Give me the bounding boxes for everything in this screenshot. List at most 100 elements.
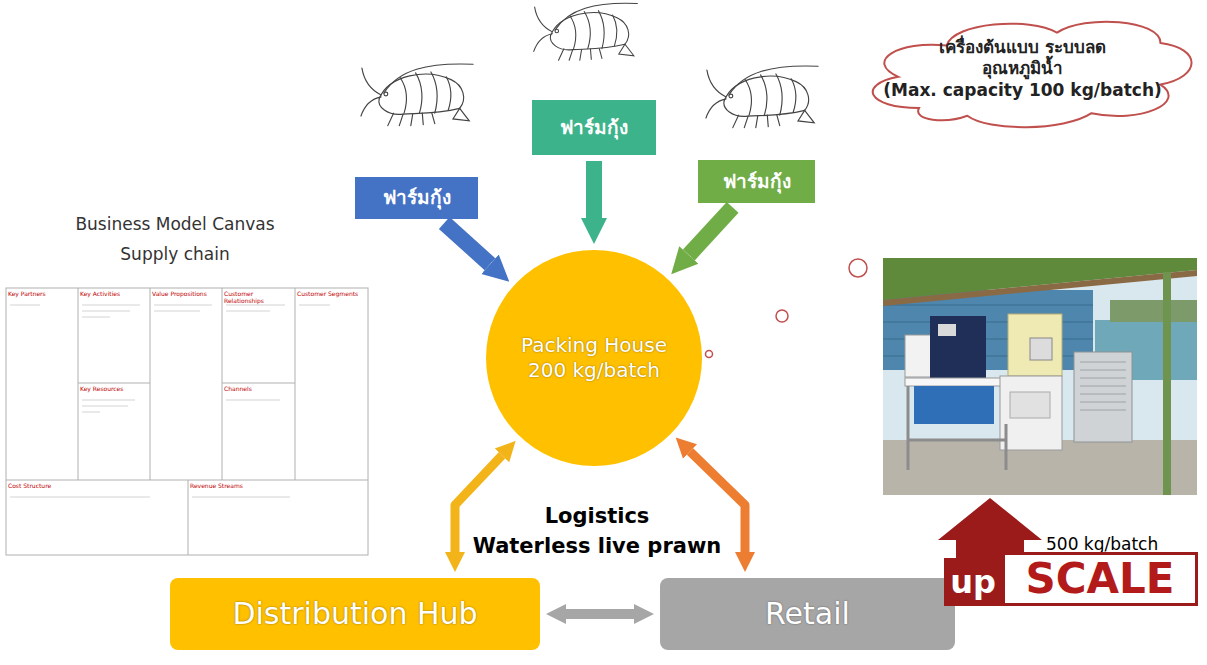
drawing-part — [1008, 314, 1062, 376]
drawing-part — [1080, 394, 1126, 395]
farm-arrow — [444, 223, 490, 264]
drawing-part — [295, 288, 296, 480]
farm-arrow — [689, 207, 733, 255]
drawing-part — [1030, 338, 1052, 360]
canvas-header: Key Resources — [80, 385, 148, 392]
canvas-header: Value Propositions — [152, 290, 220, 297]
drawing-part — [883, 258, 1197, 495]
text-group: Retail — [765, 595, 850, 633]
retail-box: Retail — [660, 578, 955, 650]
prototype-cloud: เครื่องต้นแบบ ระบบลดอุณหภูมิน้ำ(Max. cap… — [850, 4, 1195, 134]
farm-box: ฟาร์มกุ้ง — [355, 177, 478, 219]
text-group: ฟาร์มกุ้ง — [383, 186, 451, 210]
drawing-part — [10, 305, 330, 497]
drawing-part — [706, 351, 713, 358]
logistics-label: Logistics — [447, 504, 747, 529]
logistics-label: Waterless live prawn — [447, 534, 747, 559]
packing-circle: Packing House 200 kg/batch — [486, 250, 702, 466]
drawing-part — [222, 288, 223, 480]
drawing-part — [82, 305, 140, 306]
drawing-part — [1080, 362, 1126, 363]
farm-arrow — [586, 161, 602, 218]
drawing-part — [1074, 352, 1132, 442]
drawing-part — [192, 497, 290, 498]
machine-photo — [883, 258, 1197, 495]
farm-box: ฟาร์มกุ้ง — [698, 160, 815, 203]
prawn-sketch — [706, 66, 818, 128]
upscale-up: up — [944, 558, 1002, 606]
node-text: Packing House 200 kg/batch — [509, 333, 679, 383]
canvas-header: Key Activities — [80, 290, 148, 297]
circle-fill — [486, 250, 702, 466]
drawing-part — [930, 316, 986, 380]
drawing-part — [914, 386, 994, 424]
text-group: ฟาร์มกุ้ง — [560, 116, 628, 140]
canvas-header: Channels — [224, 385, 293, 392]
node-text: Retail — [765, 595, 850, 633]
drawing-part — [154, 305, 212, 306]
drawing-part — [1080, 386, 1126, 387]
canvas-header: Cost Structure — [8, 482, 186, 489]
drawing-part — [1163, 272, 1171, 495]
text-group: Packing House 200 kg/batch — [509, 333, 679, 383]
drawing-part — [1080, 370, 1126, 371]
text-group: Distribution Hub — [232, 595, 477, 633]
drawing-part — [188, 480, 189, 555]
hub-box: Distribution Hub — [170, 578, 540, 650]
drawing-part — [150, 288, 151, 480]
drawing-part — [883, 270, 1197, 306]
drawing-part — [82, 311, 130, 312]
farm-box: ฟาร์มกุ้ง — [532, 100, 656, 155]
drawing-part — [299, 305, 330, 306]
node-text: Distribution Hub — [232, 595, 477, 633]
drawing-part — [226, 400, 280, 401]
canvas-grid — [6, 288, 368, 555]
drawing-part — [10, 305, 40, 306]
prawn-sketch — [361, 64, 473, 126]
drawing-part — [1080, 402, 1126, 403]
drawing-part — [82, 317, 110, 318]
drawing-part — [1005, 424, 1008, 470]
canvas-title: Business Model Canvas — [20, 214, 330, 234]
node-text: ฟาร์มกุ้ง — [383, 186, 451, 210]
drawing-part — [6, 288, 368, 555]
drawing-part — [10, 497, 150, 498]
drawing-part — [1110, 300, 1197, 322]
drawing-part — [776, 310, 788, 322]
upscale-scale: SCALE — [1002, 552, 1198, 606]
drawing-part — [78, 383, 150, 384]
canvas-header: Key Partners — [8, 290, 76, 297]
upscale-arrow — [938, 498, 1042, 560]
cloud-fill — [873, 22, 1192, 128]
canvas-header: Customer Relationships — [224, 290, 293, 304]
drawing-part — [1080, 362, 1126, 410]
drawing-part — [908, 439, 1006, 442]
prawn-sketch — [534, 3, 638, 60]
drawing-part — [1000, 376, 1062, 450]
drawing-part — [226, 305, 285, 306]
thought-bubbles — [706, 259, 868, 358]
drawing-part — [1010, 392, 1050, 418]
node-text: ฟาร์มกุ้ง — [560, 116, 628, 140]
drawing-part — [82, 406, 128, 407]
drawing-part — [905, 335, 931, 377]
drawing-part — [78, 288, 79, 480]
canvas-subtitle: Supply chain — [20, 244, 330, 264]
drawing-part — [1080, 410, 1126, 411]
node-text: ฟาร์มกุ้ง — [723, 170, 791, 194]
exchange-arrow — [566, 609, 634, 619]
text-group: ฟาร์มกุ้ง — [723, 170, 791, 194]
drawing-part — [82, 400, 135, 401]
drawing-part — [938, 324, 956, 336]
node-text: เครื่องต้นแบบ ระบบลดอุณหภูมิน้ำ — [923, 37, 1123, 80]
drawing-part — [849, 259, 867, 277]
drawing-part — [1080, 378, 1126, 379]
canvas-header: Revenue Streams — [190, 482, 366, 489]
drawing-part — [226, 311, 270, 312]
drawing-part — [82, 412, 100, 413]
drawing-part — [222, 383, 295, 384]
drawing-part — [908, 386, 1006, 470]
drawing-part — [907, 386, 910, 470]
